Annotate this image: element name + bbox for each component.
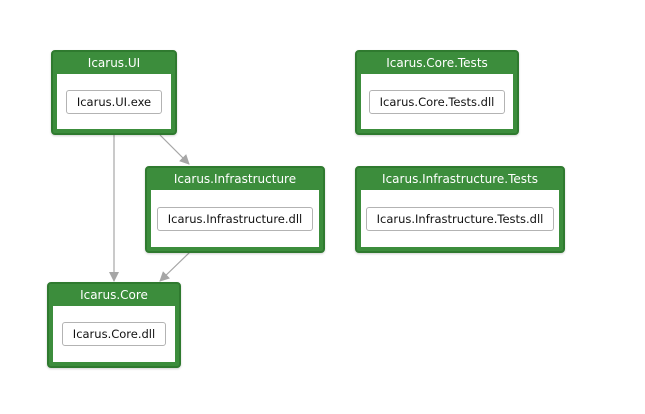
node-title: Icarus.Infrastructure.Tests xyxy=(382,172,538,186)
node-icarus-infrastructure[interactable]: Icarus.Infrastructure Icarus.Infrastruct… xyxy=(145,166,325,253)
node-title: Icarus.Infrastructure xyxy=(173,172,297,186)
node-icarus-core-tests[interactable]: Icarus.Core.Tests Icarus.Core.Tests.dll xyxy=(355,50,519,135)
node-title: Icarus.UI xyxy=(87,56,141,70)
assembly-chip[interactable]: Icarus.UI.exe xyxy=(65,89,163,114)
assembly-chip[interactable]: Icarus.Infrastructure.dll xyxy=(156,206,314,231)
assembly-chip[interactable]: Icarus.Infrastructure.Tests.dll xyxy=(365,206,555,231)
node-icarus-ui[interactable]: Icarus.UI Icarus.UI.exe xyxy=(51,50,177,135)
node-icarus-core[interactable]: Icarus.Core Icarus.Core.dll xyxy=(47,282,181,368)
node-body: Icarus.Core.Tests.dll xyxy=(361,74,513,129)
node-body: Icarus.Infrastructure.dll xyxy=(151,190,319,247)
edge-infrastructure-to-core xyxy=(159,251,191,282)
assembly-chip[interactable]: Icarus.Core.dll xyxy=(61,322,167,346)
node-title: Icarus.Core xyxy=(80,288,148,302)
node-title: Icarus.Core.Tests xyxy=(386,56,488,70)
node-body: Icarus.Infrastructure.Tests.dll xyxy=(361,190,559,247)
assembly-chip[interactable]: Icarus.Core.Tests.dll xyxy=(368,89,506,114)
node-icarus-infrastructure-tests[interactable]: Icarus.Infrastructure.Tests Icarus.Infra… xyxy=(355,166,565,253)
node-body: Icarus.Core.dll xyxy=(53,306,175,362)
node-body: Icarus.UI.exe xyxy=(57,74,171,129)
edge-ui-to-infrastructure xyxy=(159,134,190,165)
